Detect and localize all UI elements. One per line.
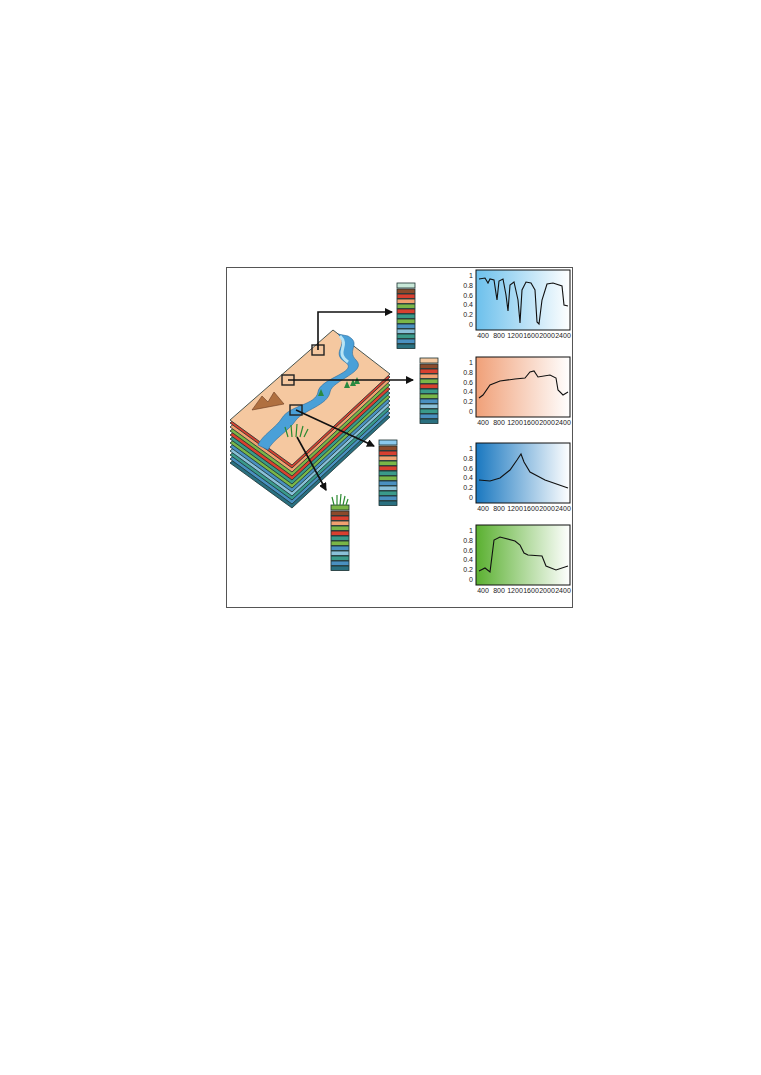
y-axis-tick: 1 — [452, 527, 473, 535]
y-axis-tick: 0 — [452, 494, 473, 502]
y-axis-tick: 0.2 — [452, 566, 473, 574]
y-axis-tick: 0.2 — [452, 484, 473, 492]
y-axis-tick: 0 — [452, 321, 473, 329]
y-axis-tick: 0.8 — [452, 369, 473, 377]
y-axis-tick: 0.6 — [452, 379, 473, 387]
y-axis-tick: 0.6 — [452, 292, 473, 300]
y-axis-tick: 0.4 — [452, 388, 473, 396]
x-axis-tick: 2400 — [551, 419, 575, 427]
x-axis-tick: 400 — [471, 419, 495, 427]
y-axis-tick: 0.6 — [452, 547, 473, 555]
y-axis-tick: 0.8 — [452, 537, 473, 545]
y-axis-tick: 0.8 — [452, 455, 473, 463]
y-axis-tick: 0 — [452, 576, 473, 584]
x-axis-tick: 2400 — [551, 505, 575, 513]
x-axis-tick: 2400 — [551, 587, 575, 595]
y-axis-tick: 1 — [452, 272, 473, 280]
y-axis-tick: 0.4 — [452, 301, 473, 309]
x-axis-tick: 2400 — [551, 332, 575, 340]
x-axis-tick: 400 — [471, 332, 495, 340]
y-axis-tick: 1 — [452, 445, 473, 453]
y-axis-tick: 0.2 — [452, 311, 473, 319]
y-axis-tick: 0 — [452, 408, 473, 416]
y-axis-tick: 0.8 — [452, 282, 473, 290]
y-axis-tick: 1 — [452, 359, 473, 367]
y-axis-tick: 0.4 — [452, 474, 473, 482]
x-axis-tick: 400 — [471, 505, 495, 513]
y-axis-tick: 0.6 — [452, 465, 473, 473]
x-axis-tick: 400 — [471, 587, 495, 595]
y-axis-tick: 0.2 — [452, 398, 473, 406]
y-axis-tick: 0.4 — [452, 556, 473, 564]
